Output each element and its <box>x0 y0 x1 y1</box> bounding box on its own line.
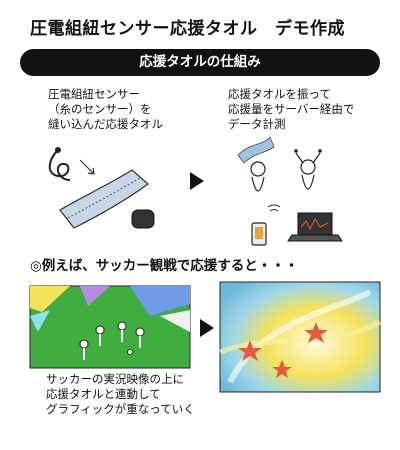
towel-shape <box>59 169 149 229</box>
cable-plug <box>55 147 61 153</box>
player <box>79 339 89 349</box>
player <box>117 321 127 331</box>
step2-line: 応援量をサーバー経由で <box>228 102 355 116</box>
star-icon <box>272 360 292 378</box>
sensor-stitch <box>67 177 141 219</box>
pointer-arrow <box>79 159 95 175</box>
step1-line: 圧電組紐センサー <box>48 87 140 101</box>
person-body <box>251 176 265 192</box>
section-banner: 応援タオルの仕組み <box>20 49 380 76</box>
towel-illustration <box>48 147 155 229</box>
page-title: 圧電組紐センサー応援タオル デモ作成 <box>30 19 345 39</box>
step3-line: サッカーの実況映像の上に <box>46 372 184 386</box>
person-head <box>250 161 266 177</box>
person-head <box>300 159 316 175</box>
person-body <box>301 174 315 190</box>
player <box>95 325 105 335</box>
step2-line: データ計測 <box>228 117 286 131</box>
soccer-field-illustration <box>29 285 191 369</box>
ball <box>127 349 133 355</box>
sensor-unit <box>131 209 155 229</box>
waving-towel <box>237 136 275 164</box>
step2-line: 応援タオルを振って <box>228 87 331 101</box>
cheering-illustration <box>237 136 343 246</box>
star-icon <box>238 340 262 361</box>
arrow-right-icon <box>190 172 204 190</box>
player <box>135 327 145 337</box>
person-arm <box>295 152 321 164</box>
step1-line: 縫い込んだ応援タオル <box>48 117 163 131</box>
sensor-cable <box>48 149 71 181</box>
step2-caption: 応援タオルを振って 応援量をサーバー経由で データ計測 <box>228 87 354 132</box>
step1-line: （糸のセンサー）を <box>48 102 152 116</box>
step3-line: 応援タオルと連動して <box>46 387 161 401</box>
step1-caption: 圧電組紐センサー （糸のセンサー）を 縫い込んだ応援タオル <box>48 87 163 132</box>
step3-line: グラフィックが重なっていく <box>46 402 195 416</box>
overlay-graphic-illustration <box>219 281 382 393</box>
signal-icon <box>267 204 281 212</box>
example-heading: ◎例えば、サッカー観戦で応援すると・・・ <box>30 258 299 274</box>
step3-caption: サッカーの実況映像の上に 応援タオルと連動して グラフィックが重なっていく <box>46 372 195 417</box>
star-icon <box>304 322 328 343</box>
arrow-right-icon <box>200 319 214 337</box>
